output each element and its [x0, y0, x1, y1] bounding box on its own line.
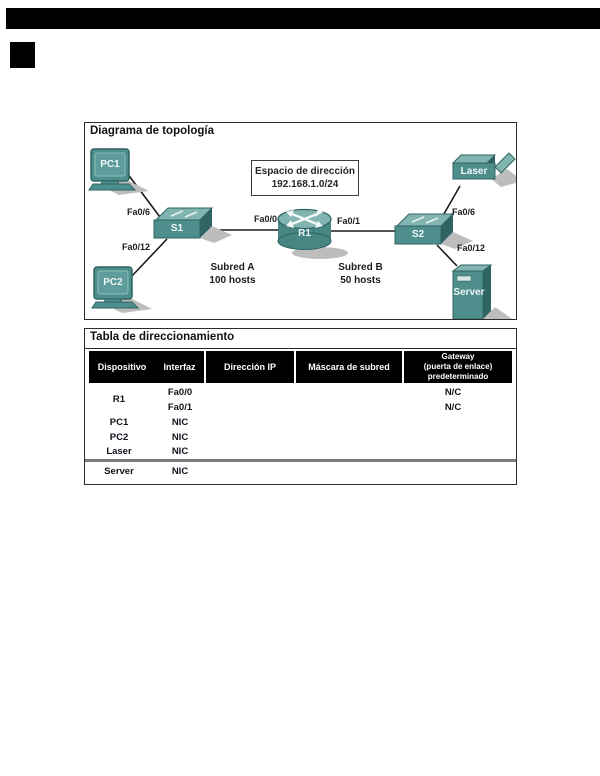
row-pc1-device: PC1: [109, 417, 129, 428]
topology-panel: Diagrama de topología Espacio de direcci…: [84, 122, 517, 320]
title-divider: [85, 348, 516, 349]
row-r1-fa00-interface: Fa0/0: [167, 387, 193, 398]
iflabel-s2-server: Fa0/12: [457, 243, 486, 253]
topology-title: Diagrama de topología: [90, 125, 214, 137]
s2-switch-icon: [394, 213, 473, 249]
iflabel-s1-r1: Fa0/0: [254, 214, 278, 224]
subnet-a-hosts: 100 hosts: [209, 275, 256, 286]
header-gateway-line3: predeterminado: [427, 372, 489, 381]
s2-label: S2: [411, 229, 425, 240]
row-pc2-device: PC2: [109, 432, 129, 443]
row-r1-fa01-interface: Fa0/1: [167, 402, 193, 413]
addressing-table-panel: Tabla de direccionamiento Dispositivo In…: [84, 328, 517, 485]
s1-label: S1: [170, 223, 184, 234]
row-server-device: Server: [104, 466, 134, 477]
subnet-a-name: Subred A: [210, 262, 255, 273]
header-ip: Dirección IP: [223, 362, 277, 372]
row-pc1-interface: NIC: [171, 417, 189, 428]
table-bottom-rule: [85, 459, 516, 462]
iflabel-pc2-s1: Fa0/12: [122, 242, 151, 252]
header-cell-gateway: Gateway (puerta de enlace) predeterminad…: [402, 351, 512, 383]
r1-label: R1: [298, 228, 311, 239]
table-header-row: Dispositivo Interfaz Dirección IP Máscar…: [89, 351, 512, 383]
row-laser-interface: NIC: [171, 446, 189, 457]
header-gateway-line2: (puerta de enlace): [423, 362, 493, 371]
header-cell-device-interface: Dispositivo Interfaz: [89, 351, 204, 383]
subnet-b-hosts: 50 hosts: [340, 275, 381, 286]
page-corner-mark: [10, 42, 35, 68]
server-icon: [451, 264, 513, 319]
header-mask: Máscara de subred: [308, 362, 390, 372]
iflabel-s2-laser: Fa0/6: [452, 207, 476, 217]
address-space-value: 192.168.1.0/24: [271, 179, 339, 190]
pc1-label: PC1: [100, 159, 120, 170]
row-laser-device: Laser: [106, 446, 132, 457]
laser-label: Laser: [460, 166, 488, 177]
link-line-pc1-s1: [126, 172, 164, 222]
s1-switch-icon: [153, 207, 232, 243]
header-gateway-line1: Gateway: [441, 352, 475, 361]
r1-router-icon: [277, 208, 348, 259]
pc1-icon: [88, 148, 149, 195]
topology-canvas: [88, 148, 516, 319]
address-space-label: Espacio de dirección: [254, 166, 356, 177]
row-r1-fa01-gateway: N/C: [444, 402, 462, 413]
link-line-pc2-s1: [130, 238, 168, 278]
addressing-table-title: Tabla de direccionamiento: [90, 331, 235, 343]
header-cell-ip: Dirección IP: [204, 351, 294, 383]
pc2-icon: [91, 266, 152, 313]
subnet-a-annotation: Subred A 100 hosts: [185, 261, 280, 287]
subnet-b-annotation: Subred B 50 hosts: [313, 261, 408, 287]
header-device: Dispositivo: [97, 362, 147, 372]
top-black-bar: [6, 8, 600, 29]
header-interface: Interfaz: [163, 362, 196, 372]
iflabel-pc1-s1: Fa0/6: [127, 207, 151, 217]
row-server-interface: NIC: [171, 466, 189, 477]
server-label: Server: [453, 287, 485, 298]
subnet-b-name: Subred B: [338, 262, 383, 273]
row-pc2-interface: NIC: [171, 432, 189, 443]
row-r1-fa00-gateway: N/C: [444, 387, 462, 398]
iflabel-r1-s2: Fa0/1: [337, 216, 361, 226]
link-line-s2-server: [436, 244, 458, 267]
address-space-box: Espacio de dirección 192.168.1.0/24: [251, 160, 359, 196]
pc2-label: PC2: [103, 277, 123, 288]
laser-printer-icon: [451, 152, 516, 187]
header-cell-mask: Máscara de subred: [294, 351, 402, 383]
row-r1-device: R1: [112, 394, 126, 405]
